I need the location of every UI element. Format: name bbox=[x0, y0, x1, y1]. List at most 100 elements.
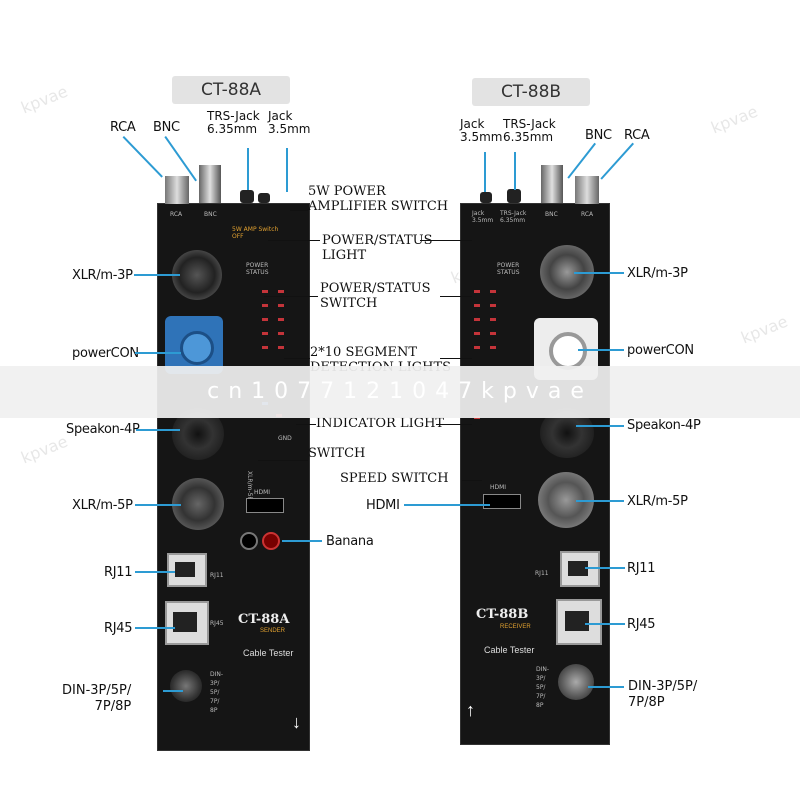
leader-line bbox=[282, 540, 322, 542]
watermark-band: cn1077121047kpvae bbox=[0, 366, 800, 418]
device-label-power-status: POWER STATUS bbox=[497, 262, 520, 276]
pointer-line bbox=[436, 424, 472, 425]
pointer-line bbox=[284, 358, 310, 359]
watermark: kpvae bbox=[18, 431, 71, 468]
label-jack: Jack 3.5mm bbox=[460, 117, 503, 144]
powercon-core bbox=[180, 331, 214, 365]
device-label-hdmi: HDMI bbox=[254, 489, 271, 496]
leader-line bbox=[588, 686, 624, 688]
xlr3-connector bbox=[172, 250, 222, 300]
leader-line bbox=[404, 504, 490, 506]
device-label-hdmi: HDMI bbox=[490, 484, 507, 491]
leader-line bbox=[135, 627, 175, 629]
pointer-line bbox=[258, 460, 308, 461]
pointer-line bbox=[440, 358, 472, 359]
label-banana: Banana bbox=[326, 534, 374, 549]
rj45-slot bbox=[565, 611, 589, 631]
banana-red bbox=[262, 532, 280, 550]
device-label-rca: RCA bbox=[581, 211, 594, 218]
leader-line bbox=[163, 690, 183, 692]
label-rca: RCA bbox=[110, 120, 136, 135]
device-foot-a: Cable Tester bbox=[243, 648, 294, 658]
powercon-core bbox=[549, 332, 587, 370]
leader-line bbox=[135, 571, 175, 573]
device-label-din: DIN- 3P/ 5P/ 7P/ 8P bbox=[536, 666, 550, 709]
device-sub-a: SENDER bbox=[260, 628, 286, 634]
label-jack: Jack 3.5mm bbox=[268, 109, 311, 136]
label-bnc: BNC bbox=[153, 120, 180, 135]
pointer-line bbox=[264, 296, 318, 297]
device-label-bnc: BNC bbox=[204, 211, 217, 218]
bnc-connector bbox=[541, 165, 563, 203]
device-label-trs: TRS-Jack 6.35mm bbox=[500, 210, 527, 224]
device-label-bnc: BNC bbox=[545, 211, 558, 218]
label-speakon: Speakon-4P bbox=[66, 422, 140, 437]
label-din: DIN-3P/5P/ 7P/8P bbox=[628, 679, 698, 710]
leader-line bbox=[484, 152, 486, 192]
label-rj45: RJ45 bbox=[627, 617, 656, 632]
leader-line bbox=[134, 274, 180, 276]
device-foot-b: Cable Tester bbox=[484, 645, 535, 655]
device-label-jack: Jack 3.5mm bbox=[472, 210, 494, 224]
model-tag-b: CT-88B bbox=[472, 78, 590, 106]
device-title-a: CT-88A bbox=[238, 612, 290, 627]
label-trs: TRS-Jack 6.35mm bbox=[207, 109, 260, 136]
label-power-switch: POWER/STATUS SWITCH bbox=[320, 281, 431, 311]
bnc-connector bbox=[199, 165, 221, 203]
device-label-power-status: POWER STATUS bbox=[246, 262, 269, 276]
hdmi-port bbox=[483, 494, 521, 509]
leader-line bbox=[135, 352, 181, 354]
label-din: DIN-3P/5P/ 7P/8P bbox=[62, 683, 132, 714]
rj11-slot bbox=[568, 561, 588, 576]
leader-line bbox=[164, 136, 197, 182]
device-label-rj11: RJ11 bbox=[535, 570, 549, 577]
jack-connector bbox=[258, 193, 270, 203]
label-power-light: POWER/STATUS LIGHT bbox=[322, 233, 433, 263]
label-amp-switch: 5W POWER AMPLIFIER SWITCH bbox=[308, 184, 449, 214]
watermark: kpvae bbox=[18, 81, 71, 118]
label-rj11: RJ11 bbox=[627, 561, 656, 576]
watermark: kpvae bbox=[738, 311, 791, 348]
label-hdmi: HDMI bbox=[366, 498, 400, 513]
pointer-line bbox=[462, 480, 482, 481]
pointer-line bbox=[420, 240, 472, 241]
arrow-up-icon: ↑ bbox=[466, 700, 475, 720]
device-label-amp: 5W AMP Switch OFF bbox=[232, 226, 279, 240]
label-speed-switch: SPEED SWITCH bbox=[340, 471, 449, 486]
watermark-band-text: cn1077121047kpvae bbox=[207, 379, 593, 404]
pointer-line bbox=[268, 240, 320, 241]
leader-line bbox=[576, 425, 624, 427]
leader-line bbox=[514, 152, 516, 190]
label-bnc: BNC bbox=[585, 128, 612, 143]
leader-line bbox=[136, 429, 180, 431]
rca-connector bbox=[165, 176, 189, 204]
label-rj11: RJ11 bbox=[104, 565, 133, 580]
leader-line bbox=[567, 142, 596, 179]
leader-line bbox=[286, 148, 288, 192]
label-rca: RCA bbox=[624, 128, 650, 143]
label-speakon: Speakon-4P bbox=[627, 418, 701, 433]
model-tag-a: CT-88A bbox=[172, 76, 290, 104]
label-xlr5: XLR/m-5P bbox=[72, 498, 133, 513]
din-connector bbox=[558, 664, 594, 700]
device-label-rca: RCA bbox=[170, 211, 183, 218]
pointer-line bbox=[290, 210, 308, 211]
label-powercon: powerCON bbox=[72, 346, 139, 361]
label-xlr3: XLR/m-3P bbox=[627, 266, 688, 281]
hdmi-port bbox=[246, 498, 284, 513]
leader-line bbox=[576, 500, 624, 502]
label-powercon: powerCON bbox=[627, 343, 694, 358]
device-label-rj11: RJ11 bbox=[210, 572, 224, 579]
jack-connector bbox=[480, 192, 492, 203]
leader-line bbox=[122, 136, 163, 178]
label-indicator: INDICATOR LIGHT bbox=[316, 416, 445, 431]
label-switch: SWITCH bbox=[308, 446, 366, 461]
leader-line bbox=[247, 148, 249, 190]
banana-black bbox=[240, 532, 258, 550]
label-trs: TRS-Jack 6.35mm bbox=[503, 117, 556, 144]
rj11-slot bbox=[175, 562, 195, 577]
rj45-slot bbox=[173, 612, 197, 632]
rj45-port bbox=[165, 601, 209, 645]
trs-connector bbox=[507, 189, 521, 203]
device-ct88b bbox=[460, 203, 610, 745]
